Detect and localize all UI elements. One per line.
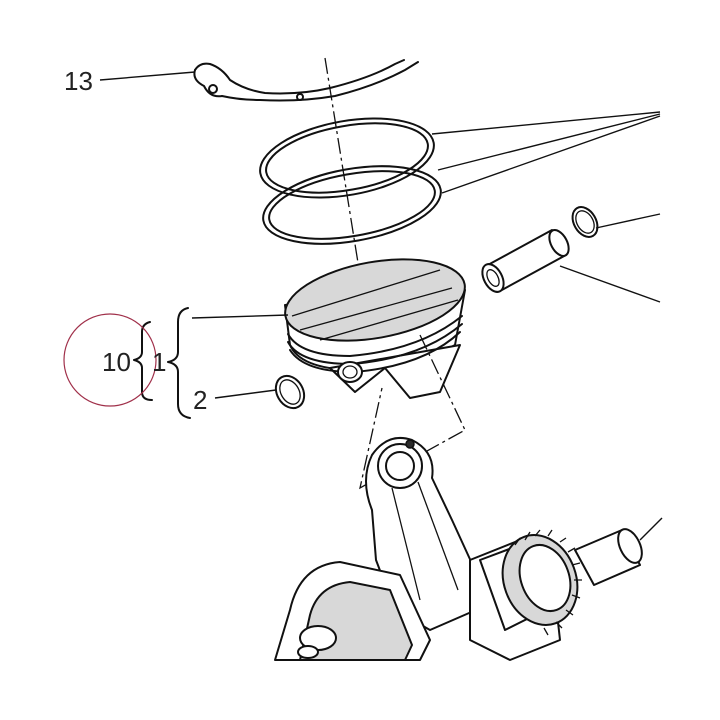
cylinder-axis [324,57,365,301]
callout-1: 1 [152,347,166,377]
circlip-right [571,206,599,238]
leader-lines [99,71,661,399]
callout-10: 10 [102,347,131,377]
highlight-circle [63,313,157,407]
piston-assembly-brace [167,307,191,419]
callout-2: 2 [193,385,207,415]
kit-brace [133,321,153,401]
wrist-pin [481,229,570,293]
crankshaft [274,517,663,661]
piston [284,258,466,399]
cylinder-base-gasket [193,59,419,102]
callout-13: 13 [64,66,93,96]
piston-rings [259,117,442,245]
circlip-left [274,374,306,410]
